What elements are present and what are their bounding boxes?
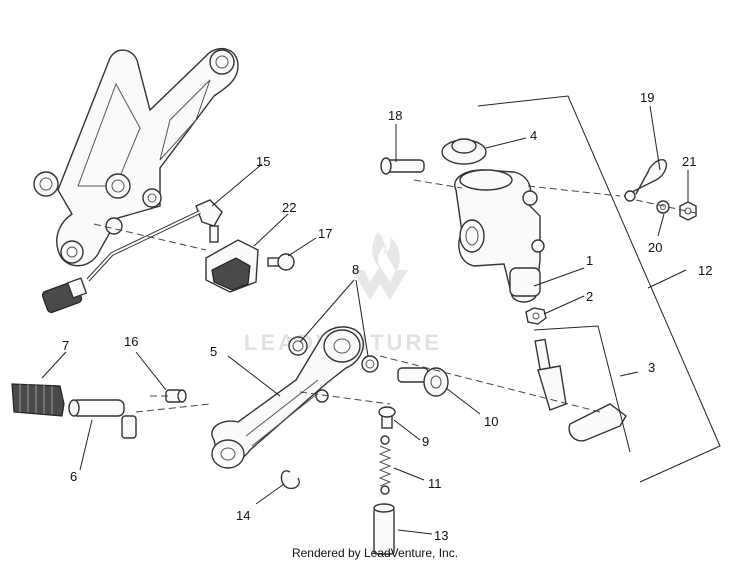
render-credit: Rendered by LeadVenture, Inc. bbox=[291, 546, 459, 560]
callout-8: 8 bbox=[352, 262, 359, 277]
part-2-nut bbox=[525, 307, 547, 325]
part-18-pin bbox=[380, 157, 425, 175]
part-12-assembly-bracket bbox=[477, 95, 721, 483]
callout-4: 4 bbox=[530, 128, 537, 143]
part-4-cap bbox=[441, 138, 487, 165]
callout-labels: 1 2 3 4 5 6 7 8 9 10 11 12 13 14 15 16 1… bbox=[62, 90, 712, 543]
part-7-rubber-boot bbox=[11, 383, 65, 417]
callout-19: 19 bbox=[640, 90, 654, 105]
part-8-washers bbox=[288, 336, 379, 373]
callout-9: 9 bbox=[422, 434, 429, 449]
part-13-sleeve bbox=[373, 503, 395, 555]
callout-7: 7 bbox=[62, 338, 69, 353]
callout-10: 10 bbox=[484, 414, 498, 429]
callout-2: 2 bbox=[586, 289, 593, 304]
callout-6: 6 bbox=[70, 469, 77, 484]
callout-22: 22 bbox=[282, 200, 296, 215]
sensor-cable bbox=[41, 199, 223, 313]
callout-18: 18 bbox=[388, 108, 402, 123]
part-5-brake-lever bbox=[211, 326, 364, 469]
leader-lines bbox=[41, 105, 689, 535]
part-16-bushing bbox=[165, 389, 187, 403]
callout-13: 13 bbox=[434, 528, 448, 543]
part-20-washer bbox=[656, 200, 670, 214]
callout-5: 5 bbox=[210, 344, 217, 359]
callout-20: 20 bbox=[648, 240, 662, 255]
callout-1: 1 bbox=[586, 253, 593, 268]
part-3-clevis bbox=[534, 338, 627, 442]
part-10-pivot-bolt bbox=[397, 367, 449, 397]
callout-12: 12 bbox=[698, 263, 712, 278]
assembly-lines bbox=[93, 179, 701, 413]
watermark-logo bbox=[352, 232, 408, 300]
part-17-screw bbox=[267, 253, 295, 271]
callout-21: 21 bbox=[682, 154, 696, 169]
callout-14: 14 bbox=[236, 508, 250, 523]
part-11-spring bbox=[378, 435, 392, 495]
part-1-master-cylinder bbox=[454, 169, 545, 303]
part-19-clip bbox=[623, 159, 668, 202]
footpeg-bracket bbox=[33, 47, 239, 267]
part-6-footpeg bbox=[68, 399, 137, 439]
callout-16: 16 bbox=[124, 334, 138, 349]
part-14-circlip bbox=[280, 470, 300, 490]
part-9-screw bbox=[378, 406, 396, 429]
callout-11: 11 bbox=[428, 476, 442, 491]
part-21-nut bbox=[679, 201, 697, 221]
callout-17: 17 bbox=[318, 226, 332, 241]
callout-15: 15 bbox=[256, 154, 270, 169]
callout-3: 3 bbox=[648, 360, 655, 375]
part-22-sensor bbox=[205, 239, 259, 293]
